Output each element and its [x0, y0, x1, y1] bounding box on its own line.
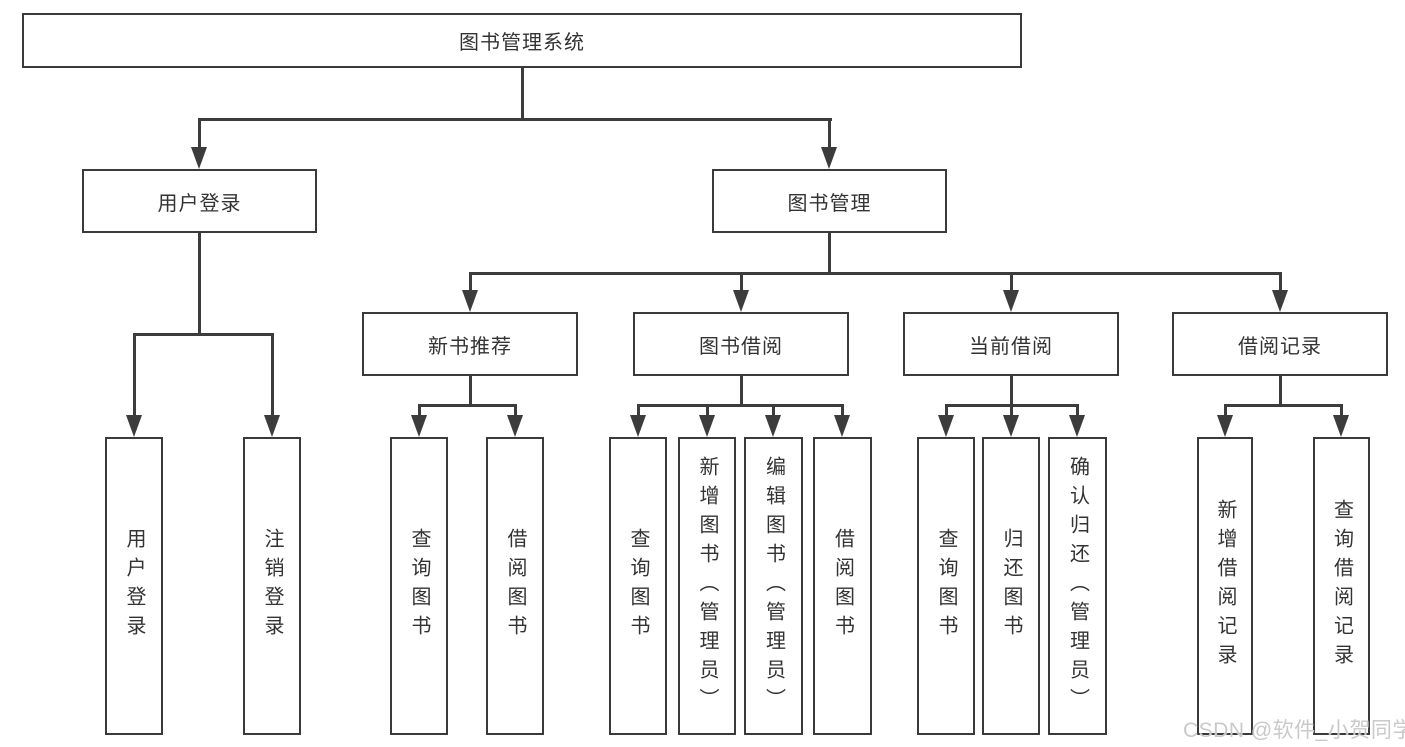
- leaf-add-borrow-record: 新增借阅记录: [1197, 437, 1253, 735]
- leaf-return-books: 归还图书: [982, 437, 1040, 735]
- arrow-down-icon: [630, 415, 646, 437]
- connector-userlogin-stem: [198, 233, 201, 334]
- connector-bookmgmt-drop-3: [1010, 272, 1013, 292]
- arrow-down-icon: [507, 415, 523, 437]
- connector-userlogin-drop-right: [271, 333, 274, 415]
- node-book-borrowing: 图书借阅: [633, 312, 849, 376]
- leaf-confirm-return-admin: 确认归还（管理员）: [1048, 437, 1107, 735]
- connector-current-stem: [1010, 376, 1013, 407]
- node-library-system-label: 图书管理系统: [459, 32, 585, 54]
- leaf-edit-books-admin-label: 编辑图书（管理员）: [762, 455, 785, 717]
- leaf-add-borrow-record-label: 新增借阅记录: [1214, 499, 1236, 673]
- connector-root-drop-right: [828, 118, 831, 150]
- arrow-down-icon: [462, 290, 478, 312]
- connector-bookmgmt-drop-1: [469, 272, 472, 292]
- connector-root-drop-left: [198, 118, 201, 150]
- connector-borrowing-hbar: [637, 404, 844, 407]
- connector-recommend-stem: [469, 376, 472, 407]
- connector-borrowing-drop-1: [637, 404, 640, 417]
- arrow-down-icon: [1272, 290, 1288, 312]
- connector-bookmgmt-drop-4: [1279, 272, 1282, 292]
- leaf-query-borrow-record: 查询借阅记录: [1313, 437, 1370, 735]
- leaf-query-borrow-record-label: 查询借阅记录: [1330, 499, 1353, 673]
- leaf-query-books-borrowing: 查询图书: [609, 437, 667, 735]
- connector-records-drop-1: [1224, 404, 1227, 417]
- connector-bookmgmt-drop-2: [740, 272, 743, 292]
- leaf-edit-books-admin: 编辑图书（管理员）: [744, 437, 803, 735]
- node-new-book-recommend: 新书推荐: [362, 312, 578, 376]
- connector-recommend-hbar: [418, 404, 517, 407]
- connector-borrowing-drop-2: [706, 404, 709, 417]
- arrow-down-icon: [1217, 415, 1233, 437]
- connector-userlogin-hbar: [133, 333, 274, 336]
- leaf-user-login-label: 用户登录: [123, 528, 145, 644]
- leaf-add-books-admin: 新增图书（管理员）: [678, 437, 736, 735]
- connector-recommend-drop-2: [514, 404, 517, 417]
- connector-userlogin-drop-left: [133, 333, 136, 415]
- connector-current-drop-1: [945, 404, 948, 417]
- leaf-borrow-books: 借阅图书: [813, 437, 872, 735]
- leaf-query-books-recommend-label: 查询图书: [408, 528, 430, 644]
- node-new-book-recommend-label: 新书推荐: [428, 335, 512, 358]
- arrow-down-icon: [699, 415, 715, 437]
- leaf-borrow-books-recommend-label: 借阅图书: [504, 528, 526, 644]
- arrow-down-icon: [733, 290, 749, 312]
- arrow-down-icon: [1003, 415, 1019, 437]
- leaf-query-books-recommend: 查询图书: [390, 437, 448, 735]
- arrow-down-icon: [1069, 415, 1085, 437]
- connector-borrowing-stem: [740, 376, 743, 407]
- leaf-user-login: 用户登录: [105, 437, 163, 735]
- connector-root-hbar: [198, 118, 832, 121]
- leaf-borrow-books-label: 借阅图书: [831, 528, 854, 644]
- connector-current-drop-3: [1076, 404, 1079, 417]
- leaf-query-books-borrowing-label: 查询图书: [627, 528, 649, 644]
- node-book-management-label: 图书管理: [787, 192, 872, 215]
- connector-bookmgmt-hbar: [469, 272, 1282, 275]
- arrow-down-icon: [1003, 290, 1019, 312]
- leaf-query-books-current: 查询图书: [917, 437, 975, 735]
- arrow-down-icon: [411, 415, 427, 437]
- connector-records-hbar: [1224, 404, 1343, 407]
- arrow-down-icon: [938, 415, 954, 437]
- arrow-down-icon: [821, 147, 837, 169]
- leaf-borrow-books-recommend: 借阅图书: [486, 437, 544, 735]
- node-book-management: 图书管理: [712, 169, 947, 233]
- connector-recommend-drop-1: [418, 404, 421, 417]
- node-current-borrowing-label: 当前借阅: [969, 335, 1053, 358]
- arrow-down-icon: [1333, 415, 1349, 437]
- node-library-system: 图书管理系统: [22, 13, 1022, 68]
- arrow-down-icon: [191, 147, 207, 169]
- connector-borrowing-drop-4: [841, 404, 844, 417]
- node-current-borrowing: 当前借阅: [903, 312, 1119, 376]
- leaf-query-books-current-label: 查询图书: [935, 528, 957, 644]
- arrow-down-icon: [264, 415, 280, 437]
- connector-bookmgmt-stem: [828, 233, 831, 274]
- node-user-login: 用户登录: [82, 169, 317, 233]
- node-user-login-label: 用户登录: [157, 192, 242, 215]
- node-borrowing-records: 借阅记录: [1172, 312, 1388, 376]
- node-book-borrowing-label: 图书借阅: [699, 335, 783, 358]
- leaf-return-books-label: 归还图书: [1000, 528, 1022, 644]
- leaf-confirm-return-admin-label: 确认归还（管理员）: [1066, 455, 1089, 717]
- node-borrowing-records-label: 借阅记录: [1238, 335, 1322, 358]
- leaf-logout-label: 注销登录: [261, 528, 283, 644]
- connector-records-stem: [1279, 376, 1282, 407]
- arrow-down-icon: [126, 415, 142, 437]
- csdn-watermark: CSDN @软件_小贺同学: [1183, 719, 1405, 742]
- arrow-down-icon: [834, 415, 850, 437]
- connector-borrowing-drop-3: [772, 404, 775, 417]
- leaf-logout: 注销登录: [243, 437, 301, 735]
- arrow-down-icon: [765, 415, 781, 437]
- connector-current-drop-2: [1010, 404, 1013, 417]
- leaf-add-books-admin-label: 新增图书（管理员）: [696, 455, 718, 717]
- connector-records-drop-2: [1340, 404, 1343, 417]
- connector-root-stem: [521, 68, 524, 121]
